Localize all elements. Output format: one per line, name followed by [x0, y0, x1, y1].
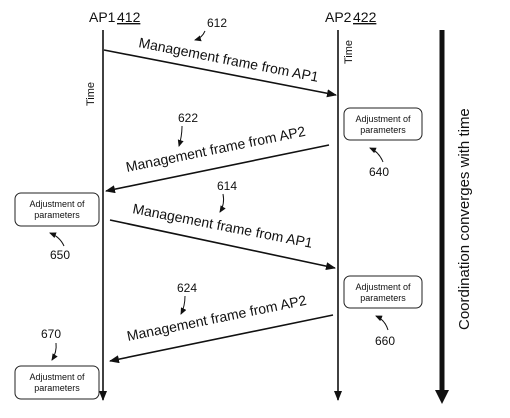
adjustment-box-650-line1: Adjustment of	[29, 199, 85, 209]
frame-arrow-3	[109, 219, 336, 271]
frame-ref-2-pointer	[177, 125, 184, 147]
frame-arrow-4	[109, 314, 334, 364]
adjustment-ref-650-pointer	[49, 232, 65, 247]
ap2-label: AP2	[325, 9, 352, 25]
frame-arrow-1	[103, 49, 337, 98]
ap2-time-label: Time	[343, 40, 355, 64]
adjustment-box-660-line1: Adjustment of	[355, 282, 411, 292]
adjustment-ref-660-pointer	[375, 315, 389, 331]
adjustment-ref-670: 670	[41, 327, 61, 341]
ap1-time-label: Time	[85, 82, 97, 106]
adjustment-ref-640: 640	[369, 165, 389, 179]
adjustment-box-670-line2: parameters	[34, 383, 80, 393]
ap2-ref: 422	[353, 9, 377, 25]
convergence-label: Coordination converges with time	[456, 108, 473, 330]
frame-label-1: Management frame from AP1	[137, 34, 320, 85]
frame-ref-4-pointer	[180, 295, 187, 315]
adjustment-box-640-line1: Adjustment of	[355, 114, 411, 124]
ap1-label: AP1	[89, 9, 116, 25]
adjustment-box-670-line1: Adjustment of	[29, 372, 85, 382]
adjustment-box-660-line2: parameters	[360, 293, 406, 303]
adjustment-ref-650: 650	[50, 248, 70, 262]
frame-ref-3: 614	[217, 179, 237, 193]
frame-arrow-2	[105, 144, 330, 194]
convergence-arrowhead	[435, 390, 449, 404]
frame-ref-3-pointer	[219, 193, 226, 213]
ap1-ref: 412	[117, 9, 141, 25]
frame-label-4: Management frame from AP2	[125, 292, 308, 344]
frame-label-2: Management frame from AP2	[124, 123, 307, 175]
frame-ref-1: 612	[207, 16, 227, 30]
adjustment-ref-640-pointer	[369, 147, 384, 163]
frame-ref-1-pointer	[194, 30, 206, 42]
adjustment-box-660	[343, 275, 423, 309]
adjustment-box-640	[343, 107, 423, 141]
adjustment-box-650-line2: parameters	[34, 210, 80, 220]
adjustment-box-650	[14, 192, 100, 227]
adjustment-box-640-line2: parameters	[360, 125, 406, 135]
frame-ref-2: 622	[178, 111, 198, 125]
adjustment-ref-670-pointer	[51, 342, 58, 361]
adjustment-box-670	[14, 365, 100, 400]
frame-ref-4: 624	[177, 281, 197, 295]
adjustment-ref-660: 660	[375, 334, 395, 348]
